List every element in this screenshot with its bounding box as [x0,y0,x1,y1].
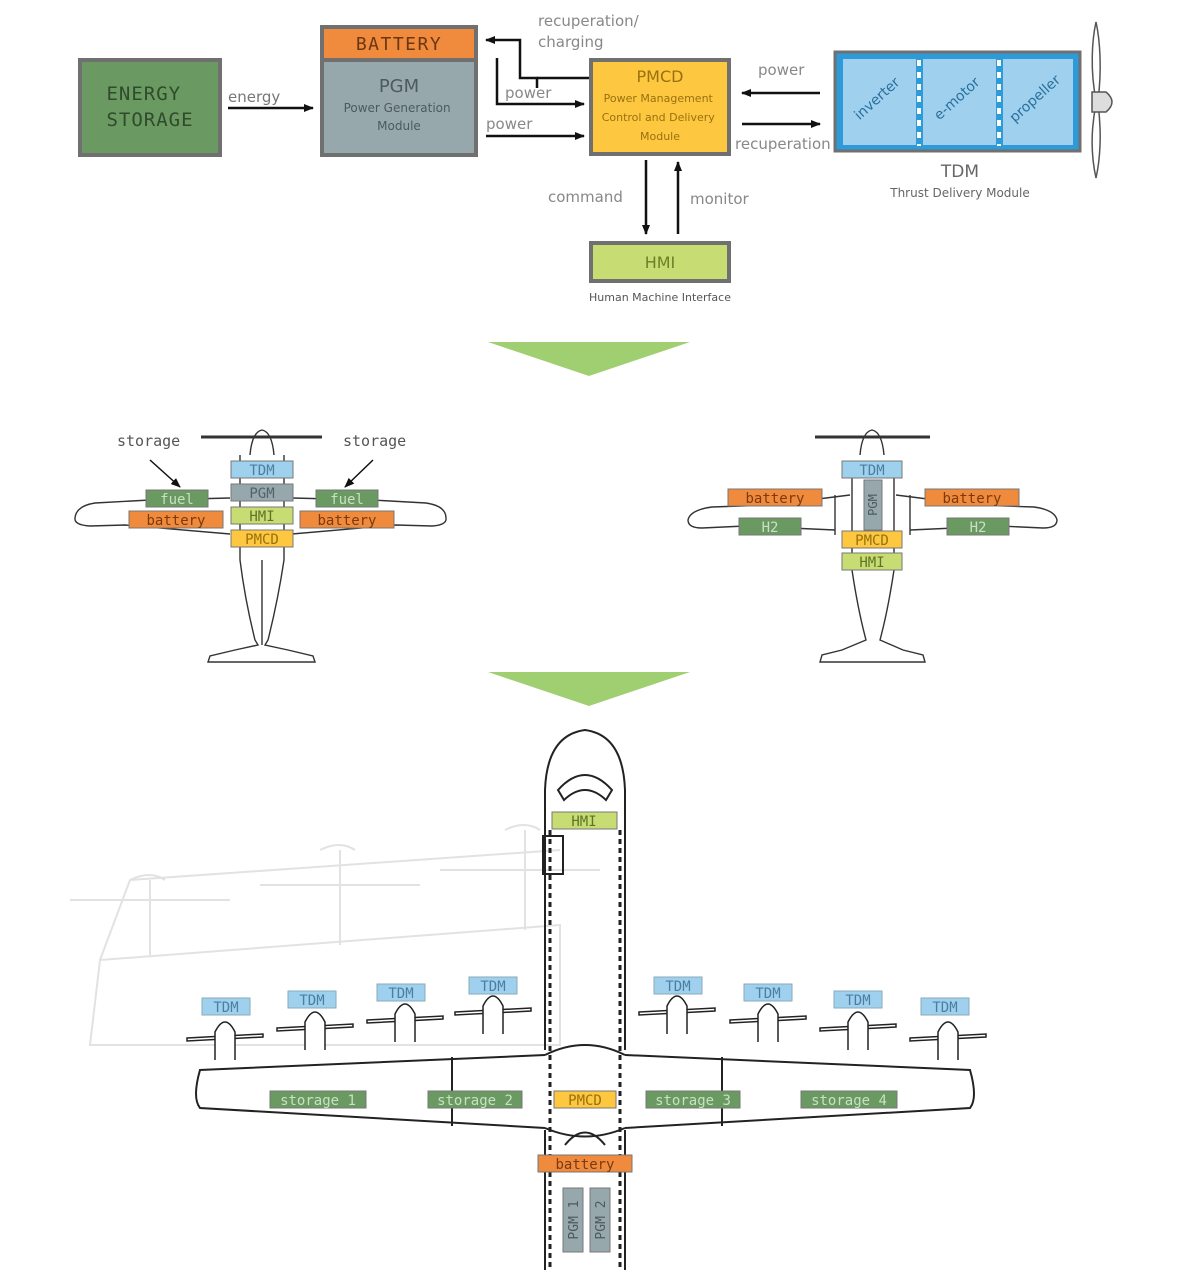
engine-propeller-icon [454,995,532,1034]
small-left-tdm: TDM [249,463,274,479]
small-right-pmcd: PMCD [855,533,889,549]
large-storage-3: storage 3 [655,1093,731,1109]
hmi-block: HMI Human Machine Interface [589,241,731,304]
propeller-icon [1091,21,1113,179]
down-arrow-2 [488,672,690,706]
recuperation-charging-label: recuperation/ charging [538,12,644,51]
energy-arrow-label: energy [228,88,280,106]
small-left-fuel-right: fuel [330,492,364,508]
hmi-caption: Human Machine Interface [589,291,731,304]
power-upper-label: power [505,84,552,102]
large-pmcd: PMCD [568,1093,602,1109]
engine-propeller-icon [276,1011,354,1050]
large-storage-1: storage 1 [280,1093,356,1109]
large-tdm-8: TDM [932,1000,957,1016]
pgm-block: PGM Power Generation Module [320,58,478,157]
pmcd-subtitle-line-3: Module [640,130,680,143]
recuperation-right-label: recuperation [735,135,831,153]
recuperation-line: recuperation/ [538,12,640,30]
engine-propeller-icon [819,1011,897,1050]
large-hmi: HMI [571,814,596,830]
charging-line: charging [538,33,604,51]
small-left-fuel-left: fuel [160,492,194,508]
small-right-hmi: HMI [859,555,884,571]
tdm-caption: Thrust Delivery Module [889,186,1030,200]
pgm-subtitle-line-1: Power Generation [344,101,451,115]
large-battery: battery [555,1157,614,1173]
large-tdm-3: TDM [388,986,413,1002]
battery-block: BATTERY [320,25,478,62]
small-right-h2-right: H2 [970,520,987,536]
large-pgm-1: PGM 1 [567,1200,582,1239]
tdm-label-box [743,983,793,1002]
power-lower-label: power [486,115,533,133]
tdm-labels: TDM TDM TDM TDM TDM TDM TDM TDM [201,976,970,1016]
tdm-label-box [287,990,337,1009]
tdm-label-box [653,976,703,995]
energy-storage-label: ENERGY STORAGE [106,83,193,131]
small-left-pmcd: PMCD [245,532,279,548]
small-left-battery-left: battery [146,513,205,529]
tdm-title: TDM [940,162,979,182]
large-tdm-1: TDM [213,1000,238,1016]
tdm-label-box [201,997,251,1016]
small-left-battery-right: battery [317,513,376,529]
small-left-pgm: PGM [249,486,274,502]
small-right-battery-left: battery [745,491,804,507]
small-right-battery-right: battery [942,491,1001,507]
small-right-h2-left: H2 [762,520,779,536]
energy-storage-line-2: STORAGE [106,109,193,131]
pmcd-subtitle: Power Management Control and Delivery Mo… [602,92,719,143]
storage-right-label: storage [343,432,406,450]
small-aircraft-right: TDM PGM PMCD HMI battery battery H2 H2 [687,429,1058,663]
small-right-tdm: TDM [859,463,884,479]
pmcd-subtitle-line-1: Power Management [604,92,714,105]
block-diagram: ENERGY STORAGE energy BATTERY PGM Power … [78,12,1113,304]
energy-storage-line-1: ENERGY [106,83,181,105]
engine-propeller-icon [909,1021,987,1060]
monitor-label: monitor [690,190,750,208]
command-label: command [548,188,623,206]
large-tdm-4: TDM [480,979,505,995]
small-left-hmi: HMI [249,509,274,525]
engine-propeller-icon [729,1003,807,1042]
pgm-subtitle-line-2: Module [377,119,421,133]
pgm-subtitle: Power Generation Module [344,101,455,133]
battery-label: BATTERY [356,34,442,55]
engine-propeller-icon [638,995,716,1034]
pmcd-subtitle-line-2: Control and Delivery [602,111,716,124]
pmcd-title: PMCD [637,67,684,86]
tdm-block: inverter e-motor propeller TDM Thrust De… [833,50,1082,200]
large-tdm-7: TDM [845,993,870,1009]
down-arrow-1 [488,342,690,376]
large-tdm-5: TDM [665,979,690,995]
large-pgm-2: PGM 2 [594,1200,609,1239]
small-right-pgm: PGM [866,494,880,516]
power-right-label: power [758,61,805,79]
storage-left-label: storage [117,432,180,450]
large-aircraft: HMI TDM TDM TDM TDM TDM TDM TDM TDM storage 1 s… [70,728,987,1270]
propellers [186,995,987,1060]
engine-propeller-icon [366,1003,444,1042]
tdm-label-box [376,983,426,1002]
tdm-label-box [920,997,970,1016]
large-tdm-6: TDM [755,986,780,1002]
pmcd-block: PMCD Power Management Control and Delive… [589,58,731,156]
pgm-title: PGM [379,76,419,97]
tdm-label-box [833,990,883,1009]
energy-storage-block: ENERGY STORAGE [78,58,222,157]
engine-propeller-icon [186,1021,264,1060]
large-storage-4: storage 4 [811,1093,887,1109]
large-storage-2: storage 2 [437,1093,513,1109]
tdm-label-box [468,976,518,995]
hmi-label: HMI [645,253,676,272]
large-tdm-2: TDM [299,993,324,1009]
small-aircraft-left: storage storage TDM PGM HMI PMCD fuel fu… [74,429,447,663]
